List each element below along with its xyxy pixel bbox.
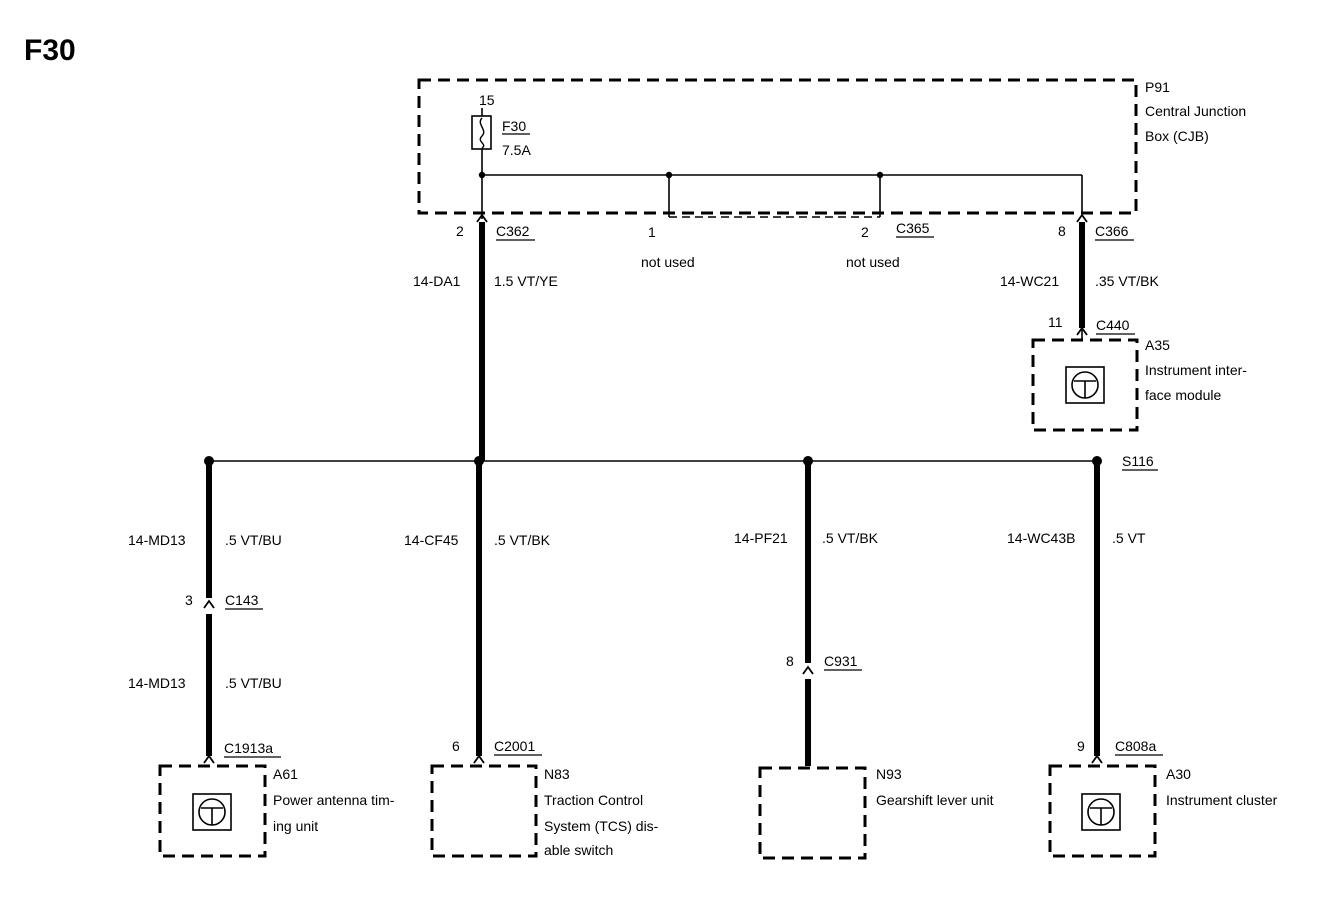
c362-connector: C362: [496, 223, 530, 239]
n83-wire-id: 14-CF45: [404, 532, 459, 548]
electronic-module-icon: [192, 793, 232, 831]
n83-name: N83: [544, 766, 570, 782]
a30-wire-id: 14-WC43B: [1007, 530, 1075, 546]
fuse-id: F30: [502, 118, 526, 134]
n93-branch: 14-PF21 .5 VT/BK 8 C931: [734, 461, 879, 766]
fuse-rating: 7.5A: [502, 142, 531, 158]
splice-name: S116: [1122, 453, 1154, 469]
n83-pin: 6: [452, 738, 460, 754]
c362-wire-id: 14-DA1: [413, 273, 461, 289]
n83-desc-line1: Traction Control: [544, 792, 643, 808]
c931-connector: C931: [824, 653, 858, 669]
n93-desc-line1: Gearshift lever unit: [876, 792, 994, 808]
a61-wire-id-lower: 14-MD13: [128, 675, 186, 691]
c143-pin: 3: [185, 592, 193, 608]
cjb-desc-line2: Box (CJB): [1145, 128, 1209, 144]
n83-tcs-disable-switch: N83 Traction Control System (TCS) dis- a…: [430, 764, 659, 858]
a35-pin: 11: [1048, 314, 1063, 330]
diagram-title: F30: [24, 34, 76, 67]
c366-wire-id: 14-WC21: [1000, 273, 1059, 289]
fuse-icon: [471, 115, 492, 150]
n93-outline: [758, 766, 867, 860]
a30-name: A30: [1166, 766, 1191, 782]
c362-pin: 2: [456, 223, 464, 239]
connector-arrow-icon: [203, 599, 215, 609]
connector-arrow-icon: [476, 213, 488, 223]
c365-connector: 1 2 C365 not used not used: [641, 220, 934, 270]
c366-branch: 8 C366 14-WC21 .35 VT/BK 11 C440: [1000, 213, 1159, 340]
n83-branch: 14-CF45 .5 VT/BK 6 C2001: [404, 461, 551, 764]
connector-arrow-icon: [473, 754, 485, 764]
connector-arrow-icon: [1076, 326, 1088, 336]
n83-wire-spec: .5 VT/BK: [494, 532, 551, 548]
n93-wire-spec: .5 VT/BK: [822, 530, 879, 546]
a61-desc-line2: ing unit: [273, 818, 318, 834]
c366-pin: 8: [1058, 223, 1066, 239]
c365-pin1: 1: [648, 224, 656, 240]
connector-arrow-icon: [203, 754, 215, 764]
cjb-outline: [417, 78, 1138, 215]
a61-connector: C1913a: [224, 740, 273, 756]
connector-arrow-icon: [802, 665, 814, 675]
a30-desc-line1: Instrument cluster: [1166, 792, 1278, 808]
a35-connector: C440: [1096, 317, 1130, 333]
a61-outline: [158, 764, 267, 858]
n83-connector: C2001: [494, 738, 535, 754]
a30-outline: [1048, 764, 1157, 858]
connector-arrow-icon: [1091, 754, 1103, 764]
c362-wire-spec: 1.5 VT/YE: [494, 273, 558, 289]
electronic-module-icon: [1081, 793, 1121, 831]
a30-instrument-cluster: A30 Instrument cluster: [1048, 764, 1278, 858]
cjb-desc-line1: Central Junction: [1145, 103, 1246, 119]
a30-pin: 9: [1077, 738, 1085, 754]
a61-wire-spec-upper: .5 VT/BU: [225, 532, 282, 548]
c366-wire-spec: .35 VT/BK: [1095, 273, 1159, 289]
connector-arrow-icon: [1076, 213, 1088, 223]
c931-pin: 8: [786, 653, 794, 669]
central-junction-box: P91 Central Junction Box (CJB) 15 F30 7.…: [417, 78, 1246, 218]
a35-desc-line2: face module: [1145, 387, 1221, 403]
a35-outline: [1031, 338, 1139, 432]
a30-connector: C808a: [1115, 738, 1156, 754]
n93-wire-id: 14-PF21: [734, 530, 788, 546]
c143-connector: C143: [225, 592, 259, 608]
c365-pin1-status: not used: [641, 254, 695, 270]
a35-instrument-interface-module: A35 Instrument inter- face module: [1031, 337, 1247, 432]
cjb-name: P91: [1145, 79, 1170, 95]
a61-name: A61: [273, 766, 298, 782]
n93-name: N93: [876, 766, 902, 782]
a61-desc-line1: Power antenna tim-: [273, 792, 395, 808]
a61-power-antenna-timing-unit: A61 Power antenna tim- ing unit: [158, 764, 395, 858]
electronic-module-icon: [1065, 366, 1105, 404]
n83-outline: [430, 764, 538, 858]
fuse-pin-number: 15: [479, 92, 495, 108]
a61-wire-id-upper: 14-MD13: [128, 532, 186, 548]
a61-wire-spec-lower: .5 VT/BU: [225, 675, 282, 691]
c366-connector: C366: [1095, 223, 1129, 239]
n83-desc-line3: able switch: [544, 842, 613, 858]
c362-feed: 2 C362 14-DA1 1.5 VT/YE: [413, 213, 558, 461]
c365-pin2-status: not used: [846, 254, 900, 270]
a35-desc-line1: Instrument inter-: [1145, 362, 1247, 378]
splice-s116: S116: [204, 453, 1158, 471]
n93-gearshift-lever-unit: N93 Gearshift lever unit: [758, 766, 994, 860]
a35-name: A35: [1145, 337, 1170, 353]
n83-desc-line2: System (TCS) dis-: [544, 818, 659, 834]
c365-pin2: 2: [861, 224, 869, 240]
a61-branch: 14-MD13 .5 VT/BU 3 C143 14-MD13 .5 VT/BU…: [128, 461, 282, 764]
a30-wire-spec: .5 VT: [1112, 530, 1146, 546]
a30-branch: 14-WC43B .5 VT 9 C808a: [1007, 461, 1163, 764]
c365-label: C365: [896, 220, 930, 236]
